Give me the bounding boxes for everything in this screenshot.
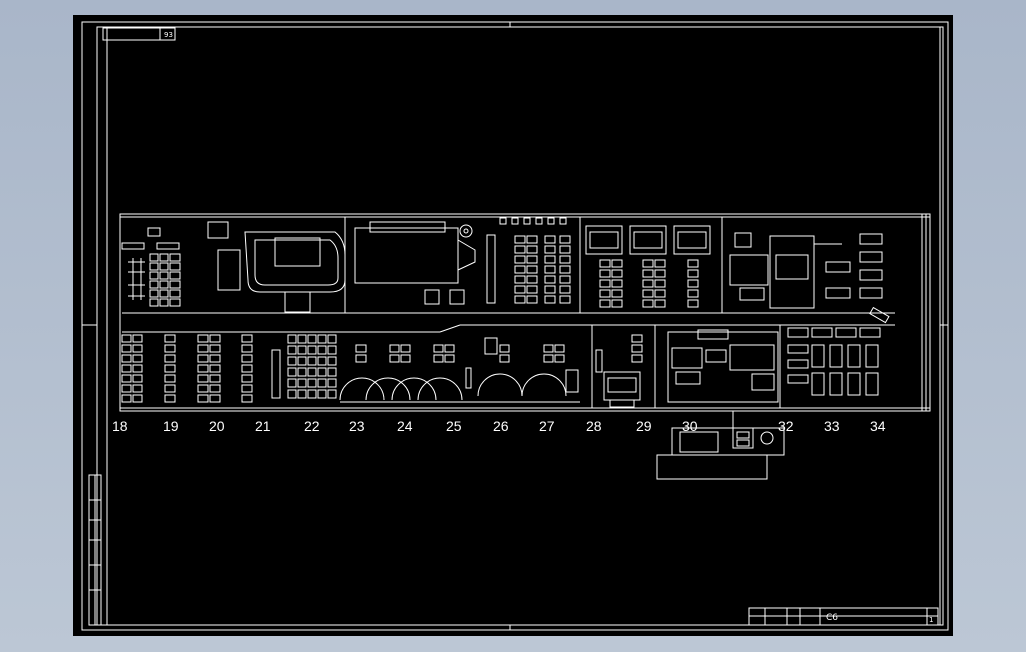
- column-labels: 18 19 20 21 22 23 24 25 26 27 28 29 30 3…: [112, 418, 886, 434]
- floor-plan: [119, 213, 931, 480]
- sheet-tag-text: 93: [164, 31, 173, 39]
- column-label: 27: [539, 418, 555, 434]
- title-block: C6 1: [748, 607, 939, 626]
- column-label: 28: [586, 418, 602, 434]
- column-label: 33: [824, 418, 840, 434]
- column-label: 26: [493, 418, 509, 434]
- column-label: 32: [778, 418, 794, 434]
- column-label: 22: [304, 418, 320, 434]
- column-label: 29: [636, 418, 652, 434]
- revision-strip: [88, 474, 102, 626]
- column-label: 23: [349, 418, 365, 434]
- inner-border: [96, 26, 944, 626]
- outer-border: [81, 21, 949, 631]
- column-label: 19: [163, 418, 179, 434]
- title-block-code: C6: [826, 613, 838, 623]
- column-label: 24: [397, 418, 413, 434]
- column-label: 34: [870, 418, 886, 434]
- column-label: 18: [112, 418, 128, 434]
- sheet-tag: 93: [102, 27, 176, 41]
- column-label: 30: [682, 418, 698, 434]
- title-block-sheet: 1: [929, 616, 933, 624]
- column-label: 25: [446, 418, 462, 434]
- column-label: 21: [255, 418, 271, 434]
- column-label: 20: [209, 418, 225, 434]
